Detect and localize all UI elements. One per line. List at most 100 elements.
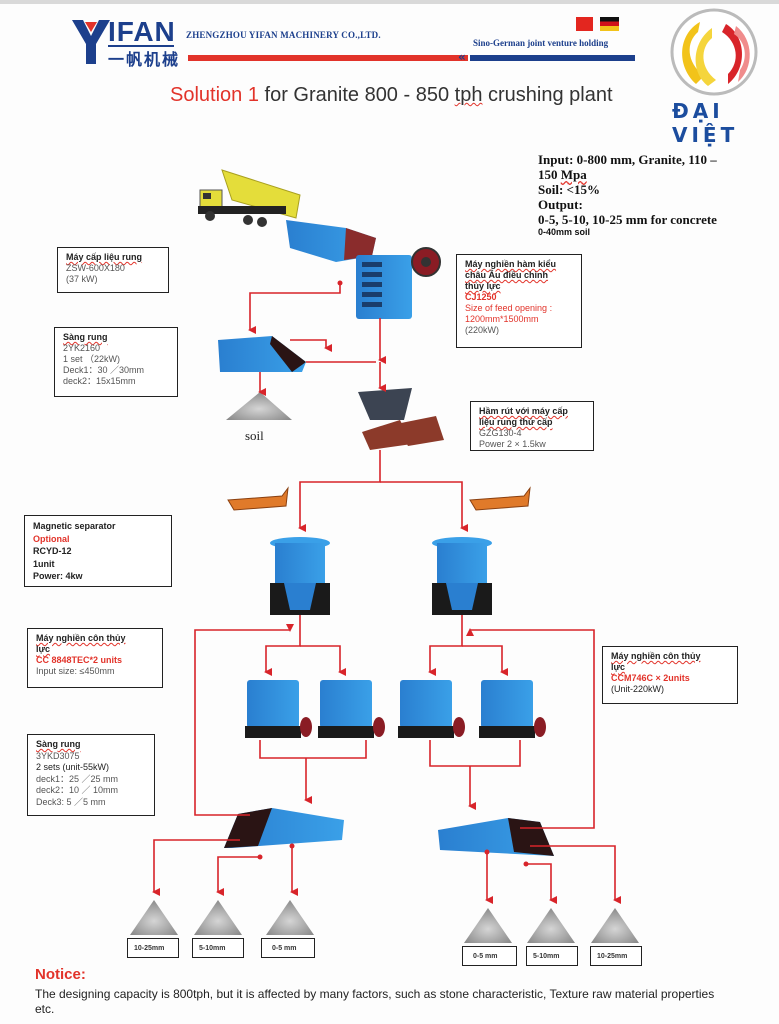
- cone-left-title-2: lực: [36, 644, 51, 654]
- product-pile-icon: [266, 900, 314, 935]
- spec-input-2: 150 Mpa: [538, 167, 717, 182]
- vibrating-feeder-icon: [286, 220, 376, 262]
- dai-viet-logo-icon: [670, 8, 758, 96]
- magnetic-separator-right-icon: [469, 486, 531, 511]
- product-pile-icon: [591, 908, 639, 943]
- header-stripe-blue: [470, 55, 635, 61]
- tagline: Sino-German joint venture holding: [473, 38, 609, 48]
- cone-left-model: CC 8848TEC*2 units: [36, 655, 123, 665]
- double-chevron-icon: «: [458, 50, 466, 64]
- screen1-info-box: Sàng rung 2YK2160 1 set （22kW) Deck1：30 …: [54, 327, 178, 397]
- notice-text: The designing capacity is 800tph, but it…: [35, 987, 715, 1016]
- spec-soil-output: 0-40mm soil: [538, 227, 591, 237]
- jaw-feed-1: Size of feed opening :: [465, 303, 553, 313]
- flow-lines: [152, 284, 621, 904]
- cone-right-model: CCM746C × 2units: [611, 673, 690, 683]
- jaw-title-3: thủy lực: [465, 281, 501, 291]
- tertiary-cone-crusher-2-icon: [318, 680, 385, 738]
- title-highlight: Solution 1: [170, 84, 259, 106]
- cone-right-title-2: lực: [611, 662, 626, 672]
- title-part: for Granite 800 - 850: [258, 84, 455, 106]
- hopper-power: Power 2 × 1.5kw: [479, 439, 546, 449]
- cone-left-input: Input size: ≤450mm: [36, 666, 115, 676]
- logo-brand: IFAN: [108, 16, 176, 47]
- logo-brand-cn: 一帆机械: [108, 50, 181, 69]
- magnetic-power: Power: 4kw: [33, 571, 83, 581]
- output-label-right-3: 10-25mm: [590, 946, 642, 966]
- product-pile-icon: [130, 900, 178, 935]
- china-flag-icon: [576, 17, 593, 31]
- feeder-info-box: Máy cấp liệu rung ZSW-600X180 (37 kW): [57, 247, 169, 293]
- germany-flag-icon: [600, 17, 619, 31]
- dai-viet-text: ĐẠI VIỆT: [672, 99, 739, 147]
- spec-output-value: 0-5, 5-10, 10-25 mm for concrete: [538, 212, 717, 227]
- hopper-title-2: liệu rung thứ cấp: [479, 417, 553, 427]
- feeder-model: ZSW-600X180: [66, 263, 125, 273]
- final-screen-right-icon: [438, 818, 554, 856]
- magnetic-separator-info-box: Magnetic separator Optional RCYD-12 1uni…: [24, 515, 172, 587]
- spec-input-value: 150: [538, 167, 561, 182]
- screen2-deck2: deck2：10 ／ 10mm: [36, 785, 119, 795]
- final-screen-left-icon: [224, 808, 344, 848]
- spec-soil: Soil: <15%: [538, 182, 600, 197]
- cone-left-title-1: Máy nghiền côn thủy: [36, 633, 126, 643]
- logo-divider: [108, 45, 174, 47]
- notice-heading: Notice:: [35, 966, 86, 983]
- tertiary-cone-crusher-1-icon: [245, 680, 312, 738]
- plant-spec: Input: 0-800 mm, Granite, 110 – 150 Mpa …: [538, 152, 717, 237]
- screen1-sets: 1 set （22kW): [63, 354, 121, 364]
- product-pile-icon: [527, 908, 575, 943]
- output-label-right-2: 5-10mm: [526, 946, 578, 966]
- cone-left-info-box: Máy nghiền côn thủy lực CC 8848TEC*2 uni…: [27, 628, 163, 688]
- title-part-end: crushing plant: [482, 84, 613, 106]
- screen2-model: 3YKD3075: [36, 750, 80, 761]
- feeder-power: (37 kW): [66, 274, 98, 284]
- dump-truck-icon: [198, 169, 301, 227]
- page-title: Solution 1 for Granite 800 - 850 tph cru…: [170, 84, 613, 107]
- screen2-deck3: Deck3: 5 ／5 mm: [36, 796, 106, 807]
- tertiary-cone-crusher-3-icon: [398, 680, 465, 738]
- cone-right-title-1: Máy nghiền côn thủy: [611, 651, 701, 661]
- jaw-power: (220kW): [465, 325, 500, 335]
- soil-pile-icon: [226, 392, 292, 420]
- cone-crusher-left-icon: [270, 537, 330, 615]
- output-label-left-3: 0-5 mm: [261, 938, 315, 958]
- screen1-title: Sàng rung: [63, 332, 108, 342]
- yifan-logo-icon: [72, 20, 110, 64]
- magnetic-model: RCYD-12: [33, 546, 72, 556]
- screen1-deck2: deck2：15x15mm: [63, 376, 136, 386]
- magnetic-units: 1unit: [33, 558, 55, 569]
- top-border: [0, 0, 779, 4]
- cone-crusher-right-icon: [432, 537, 492, 615]
- jaw-crusher-info-box: Máy nghiền hàm kiểu châu Âu điều chỉnh t…: [456, 254, 582, 348]
- jaw-title-2: châu Âu điều chỉnh: [465, 270, 549, 280]
- magnetic-optional: Optional: [33, 533, 70, 544]
- title-tph: tph: [454, 84, 483, 106]
- spec-input-unit: Mpa: [560, 167, 587, 182]
- magnetic-separator-left-icon: [227, 486, 289, 511]
- output-label-left-2: 5-10mm: [192, 938, 244, 958]
- feeder-title: Máy cấp liệu rung: [66, 252, 143, 262]
- header-stripe-red: [188, 55, 468, 61]
- hopper-title-1: Hầm rút với máy cấp: [479, 406, 568, 416]
- jaw-feed-2: 1200mm*1500mm: [465, 314, 539, 324]
- hopper-feeder-icon: [358, 388, 444, 450]
- hopper-info-box: Hầm rút với máy cấp liệu rung thứ cấp GZ…: [470, 401, 594, 451]
- hopper-model: GZG130-4: [479, 428, 522, 438]
- cone-right-info-box: Máy nghiền côn thủy lực CCM746C × 2units…: [602, 646, 738, 704]
- soil-label: soil: [245, 428, 264, 443]
- product-pile-icon: [464, 908, 512, 943]
- screen2-title: Sàng rung: [36, 739, 81, 749]
- screen1-model: 2YK2160: [63, 343, 101, 353]
- magnetic-title: Magnetic separator: [33, 521, 116, 531]
- cone-right-power: (Unit-220kW): [611, 684, 665, 694]
- output-label-left-1: 10-25mm: [127, 938, 179, 958]
- screen2-sets: 2 sets (unit-55kW): [36, 762, 110, 772]
- jaw-model: CJ1250: [465, 292, 497, 302]
- spec-input: Input: 0-800 mm, Granite, 110 –: [538, 152, 717, 167]
- jaw-crusher-icon: [356, 247, 441, 319]
- product-pile-icon: [194, 900, 242, 935]
- vibrating-screen-1-icon: [218, 336, 306, 372]
- output-label-right-1: 0-5 mm: [462, 946, 517, 966]
